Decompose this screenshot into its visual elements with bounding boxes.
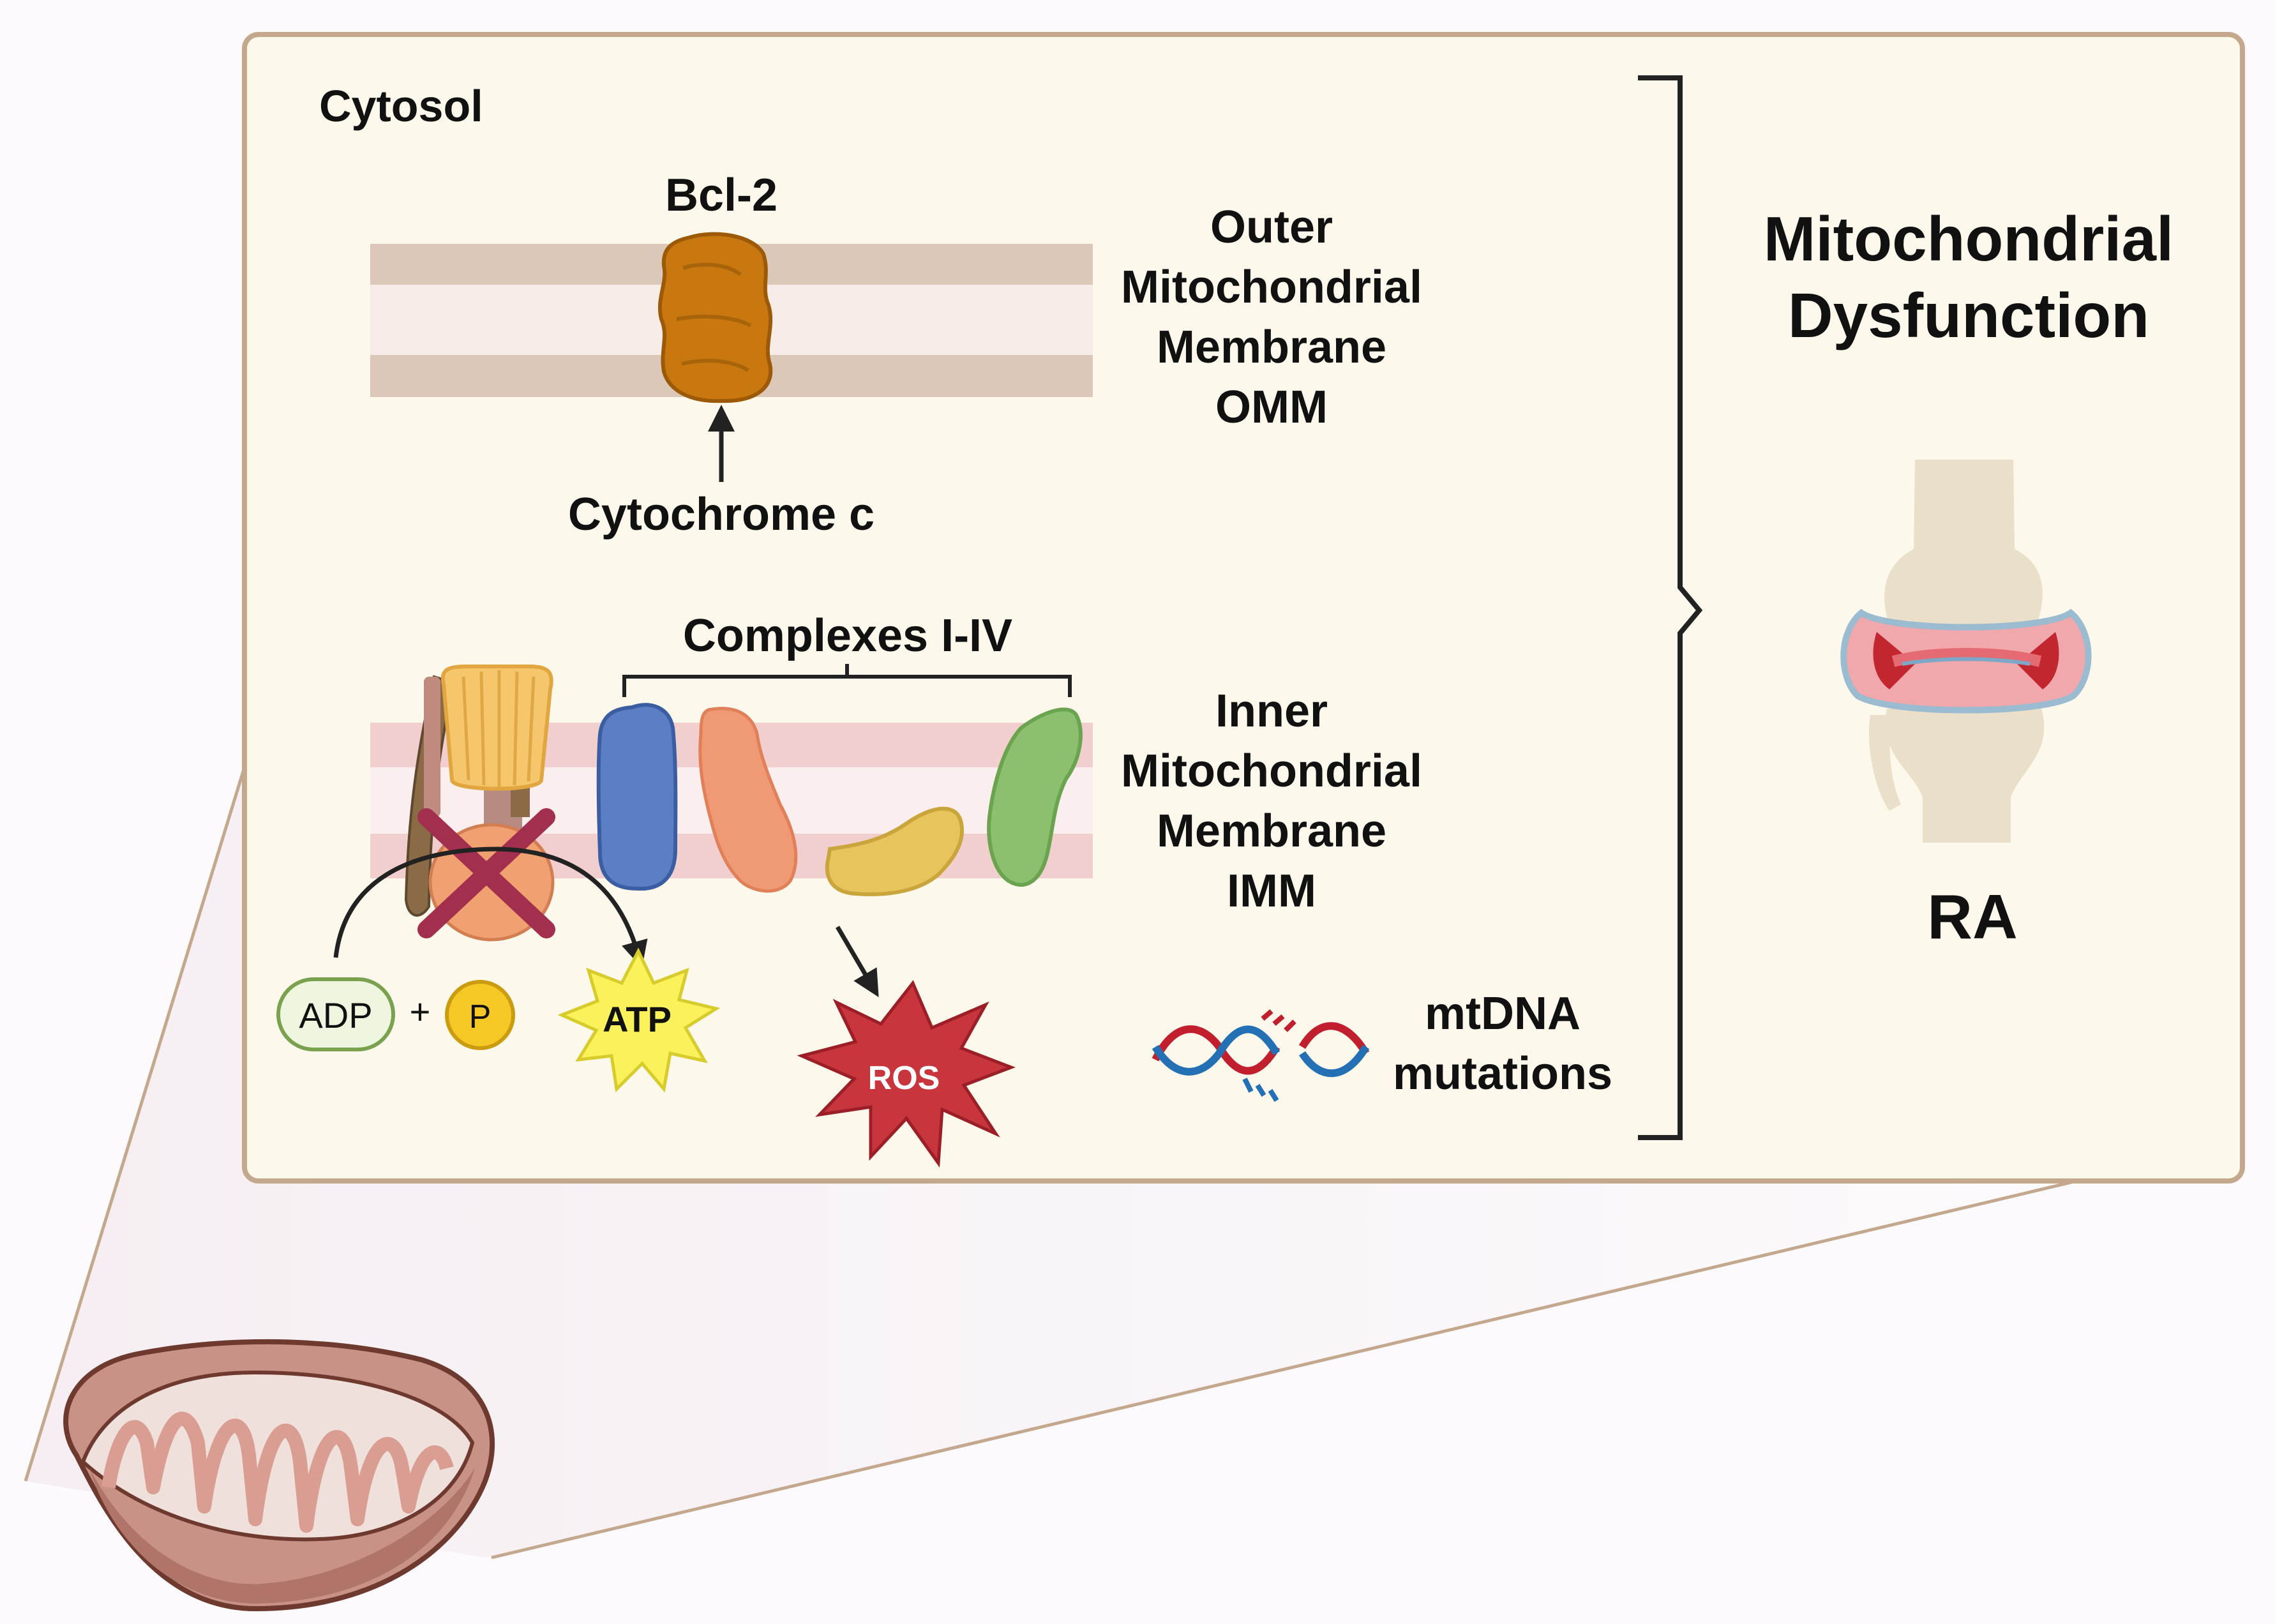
ros-star: ROS (797, 980, 1016, 1168)
svg-text:Membrane: Membrane (1157, 806, 1386, 857)
dysfunction-title: Mitochondrial Dysfunction (1764, 204, 2174, 350)
adp-molecule: ADP (276, 977, 395, 1051)
atp-star: ATP (557, 947, 721, 1093)
svg-text:Membrane: Membrane (1157, 322, 1386, 373)
imm-label: Inner Mitochondrial Membrane IMM (1121, 686, 1422, 917)
svg-text:mtDNA: mtDNA (1425, 988, 1580, 1039)
inhibition-cross (417, 808, 555, 938)
ra-label: RA (1927, 882, 2018, 952)
adp-atp-arrow (333, 846, 648, 968)
mitochondrion-icon (63, 1339, 495, 1612)
svg-text:ADP: ADP (299, 995, 372, 1035)
svg-text:OMM: OMM (1215, 382, 1328, 433)
svg-text:Inner: Inner (1215, 686, 1328, 737)
complex-iii (825, 806, 964, 896)
svg-text:Dysfunction: Dysfunction (1788, 280, 2149, 350)
bcl2-label: Bcl-2 (665, 170, 777, 221)
complexes-label: Complexes I-IV (683, 610, 1012, 661)
svg-text:Mitochondrial: Mitochondrial (1764, 204, 2174, 274)
plus-sign: + (410, 991, 431, 1032)
svg-text:IMM: IMM (1227, 866, 1316, 917)
svg-text:Mitochondrial: Mitochondrial (1121, 746, 1422, 797)
ros-arrow (835, 926, 879, 998)
svg-text:Outer: Outer (1210, 202, 1333, 253)
svg-text:ROS: ROS (868, 1060, 940, 1097)
complex-i (596, 703, 678, 891)
mtdna-icon (1152, 1009, 1370, 1102)
omm-label: Outer Mitochondrial Membrane OMM (1121, 202, 1422, 433)
bcl2-protein (657, 232, 773, 403)
cytochrome-c-label: Cytochrome c (568, 489, 875, 540)
svg-text:P: P (469, 998, 492, 1035)
mtdna-label: mtDNA mutations (1393, 988, 1612, 1099)
svg-text:Mitochondrial: Mitochondrial (1121, 262, 1422, 313)
summary-bracket (1638, 75, 1703, 1140)
knee-joint-icon (1840, 460, 2092, 843)
complex-iv (987, 707, 1083, 887)
svg-text:ATP: ATP (603, 999, 672, 1039)
complex-ii (698, 707, 798, 893)
cytosol-label: Cytosol (319, 81, 483, 131)
phosphate-molecule: P (445, 980, 515, 1050)
complexes-bracket (622, 664, 1072, 697)
svg-text:mutations: mutations (1393, 1048, 1612, 1099)
